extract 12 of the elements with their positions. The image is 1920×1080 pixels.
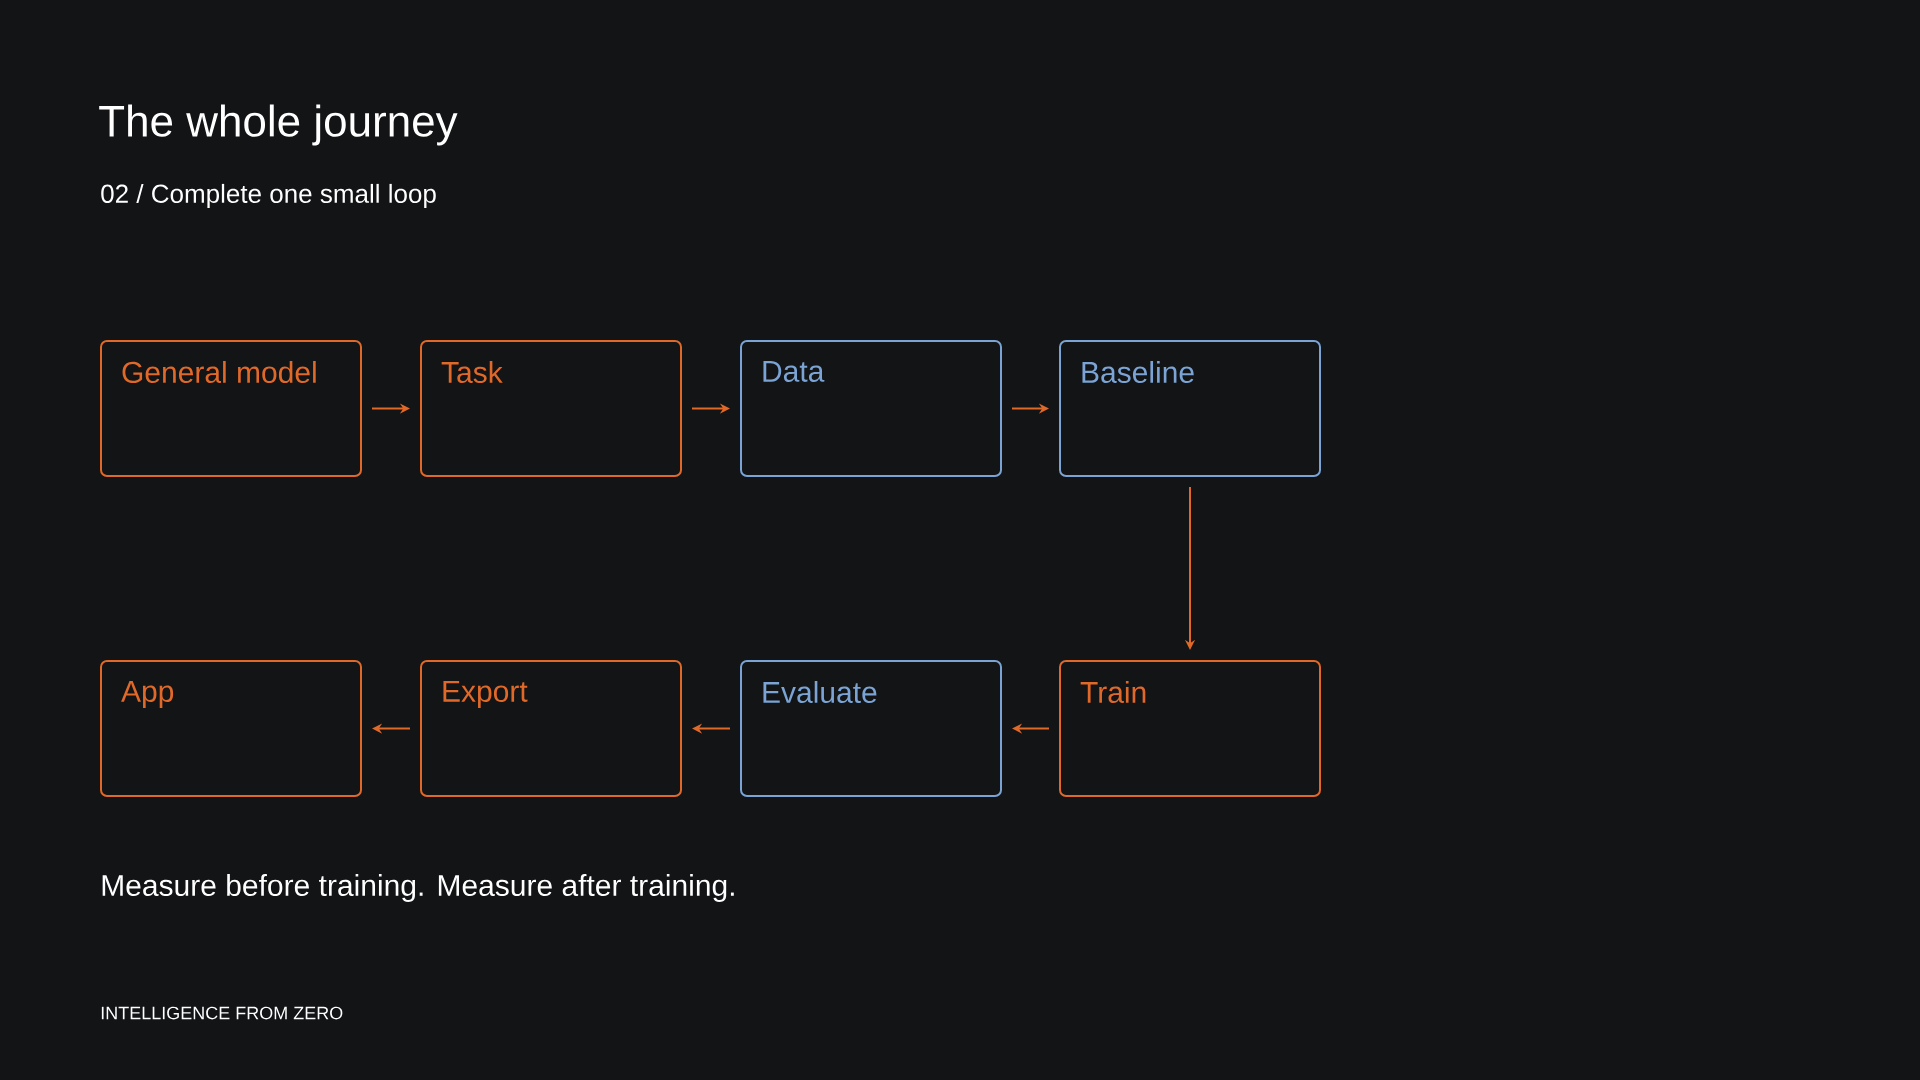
process-box: Export — [420, 660, 682, 797]
footer-text: INTELLIGENCE FROM ZERO — [101, 1006, 343, 1020]
process-box: General model — [100, 340, 362, 477]
subtitle: 02 / Complete one small loop — [101, 183, 436, 209]
process-box: Evaluate — [740, 660, 1002, 797]
process-box: Baseline — [1059, 340, 1321, 477]
process-box: App — [100, 660, 362, 797]
caption: Measure before training. Measure after training. — [102, 874, 734, 902]
process-box: Train — [1059, 660, 1321, 797]
process-box: Task — [420, 340, 682, 477]
title: The whole journey — [99, 104, 458, 146]
process-box: Data — [740, 340, 1002, 477]
